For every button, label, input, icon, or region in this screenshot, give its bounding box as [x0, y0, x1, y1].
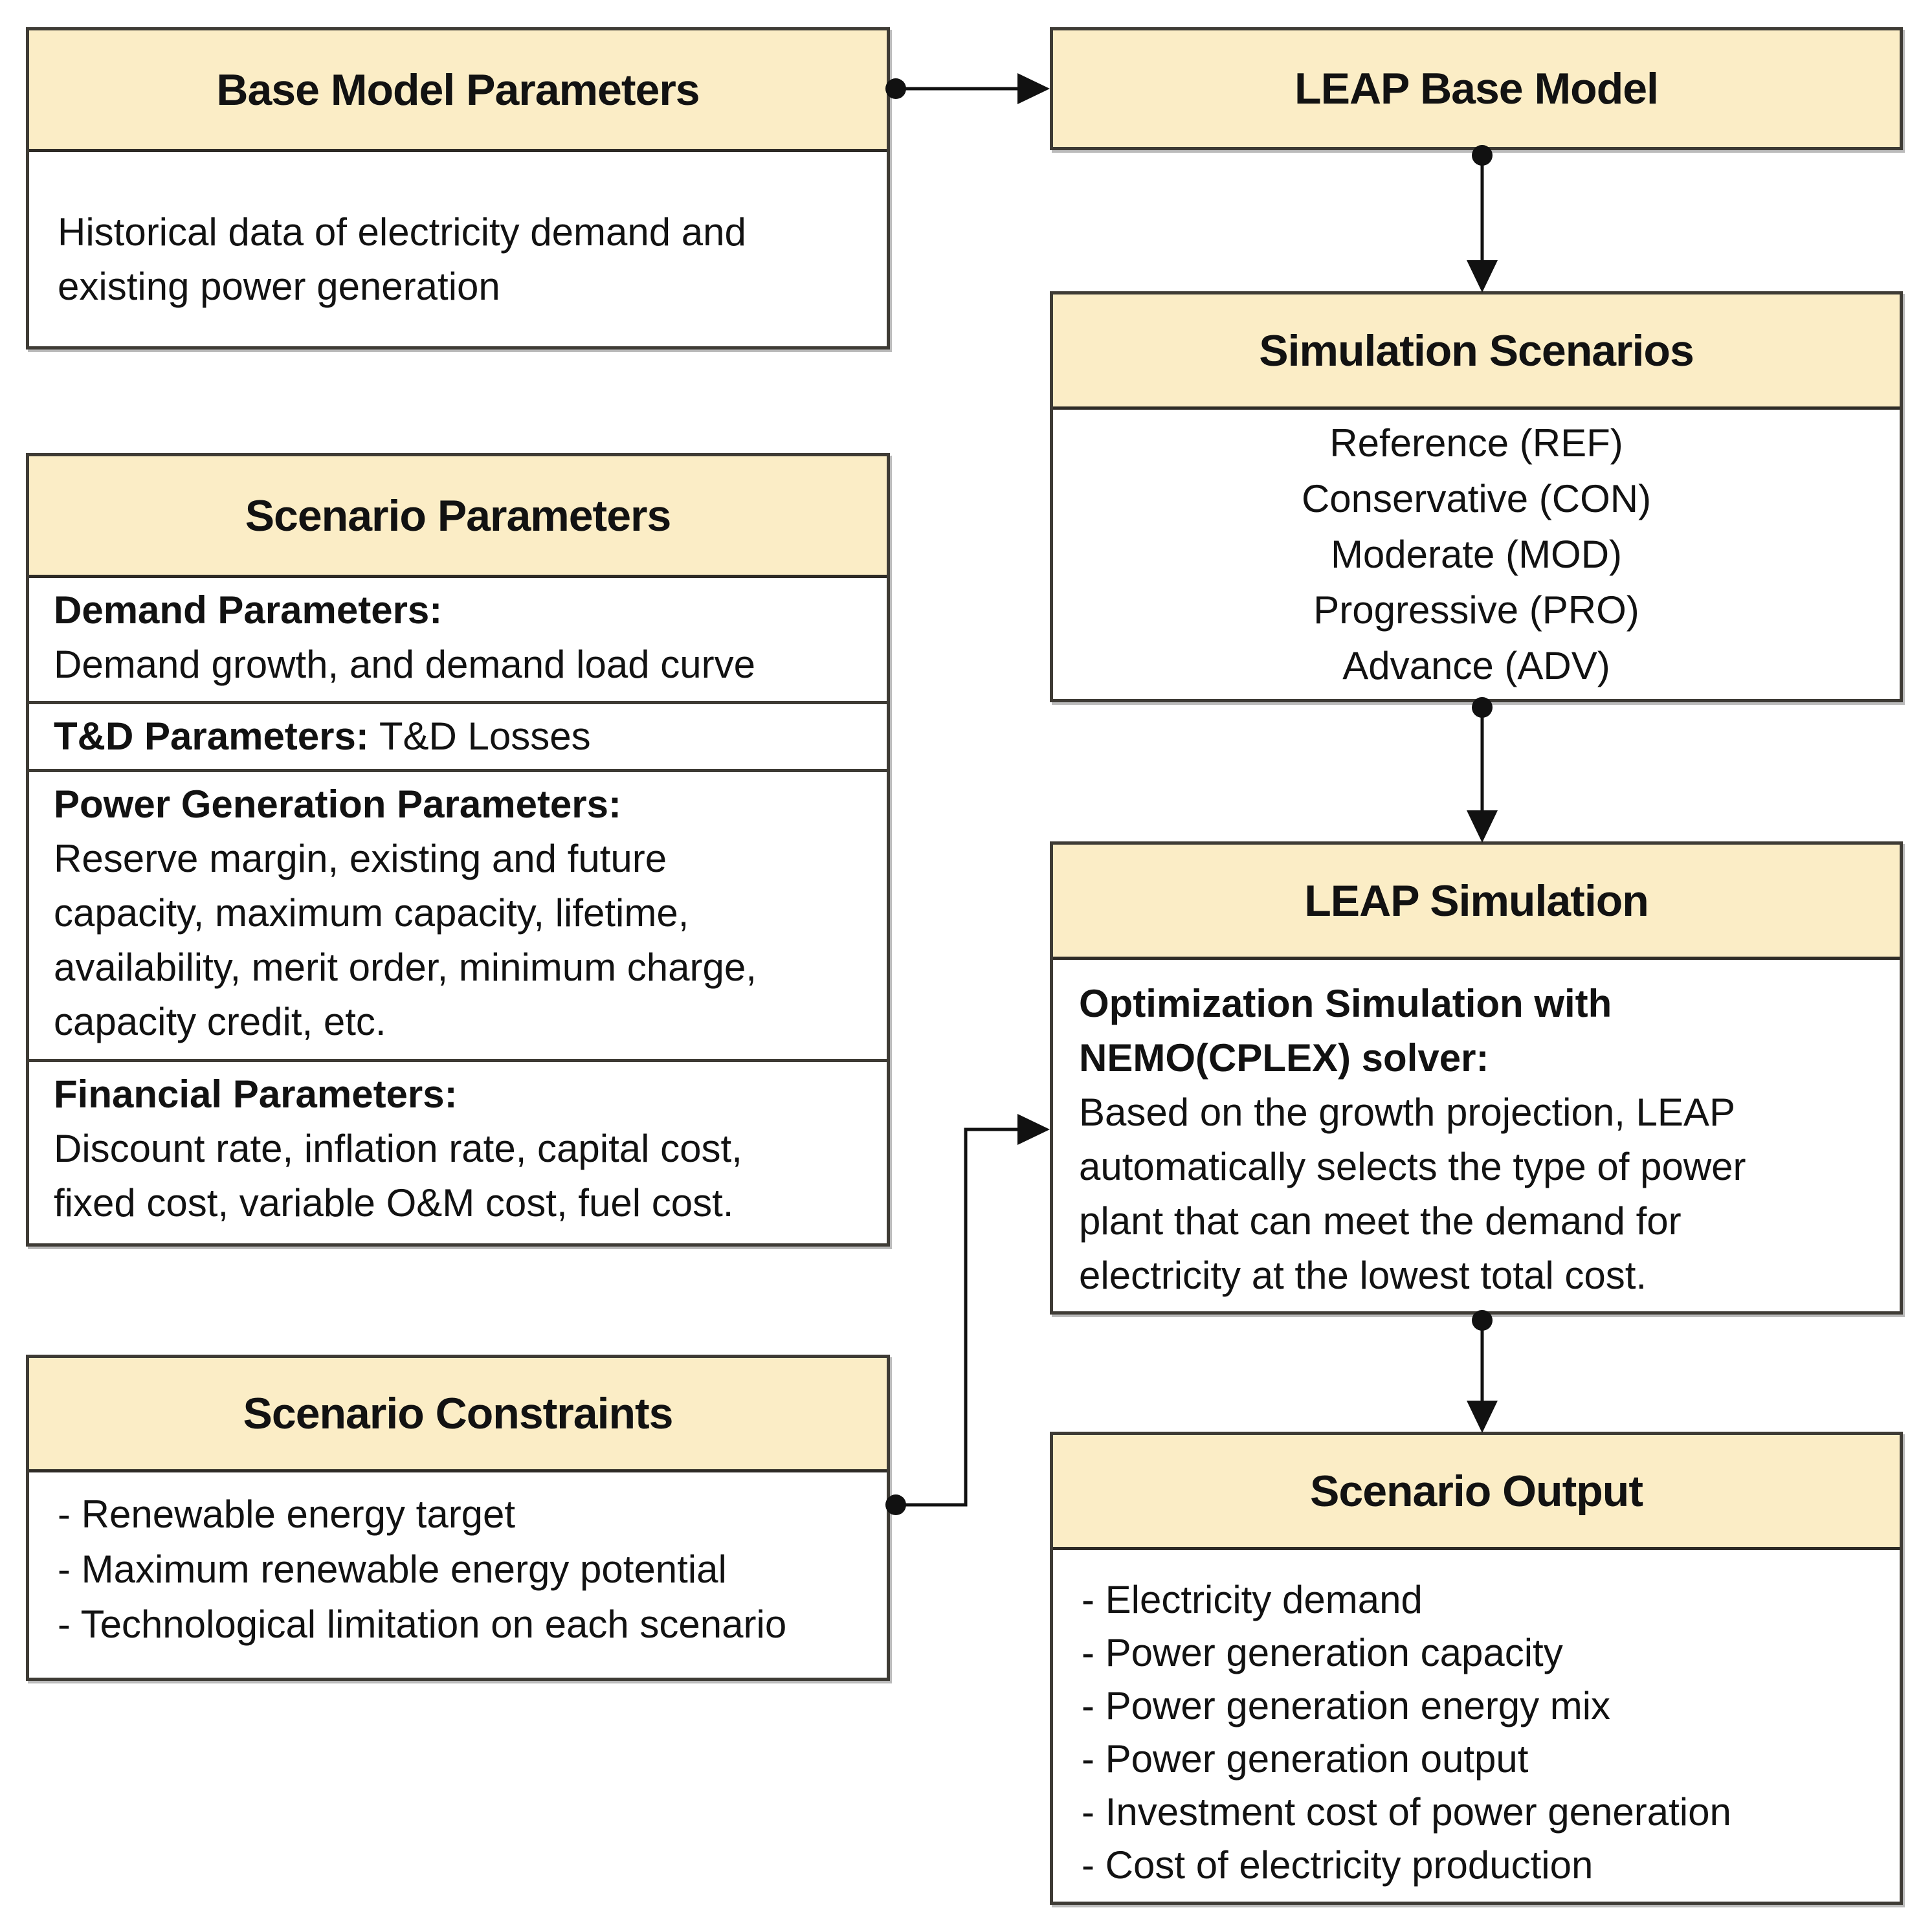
list-item: - Investment cost of power generation	[1082, 1790, 1731, 1834]
list-item: - Power generation capacity	[1082, 1631, 1563, 1674]
arrowhead-icon	[1017, 73, 1050, 104]
body-line-bold: Optimization Simulation with	[1079, 982, 1612, 1025]
section-text-line: Reserve margin, existing and future	[54, 837, 667, 880]
header-scenario-parameters: Scenario Parameters	[29, 456, 887, 578]
header-base-model-parameters: Base Model Parameters	[29, 30, 887, 152]
connector-leap-simulation-to-scenario-output	[1467, 1310, 1498, 1433]
header-scenario-output: Scenario Output	[1053, 1435, 1900, 1550]
connector-leap-base-to-simulation-scenarios	[1467, 145, 1498, 293]
section-label: Power Generation Parameters:	[54, 783, 622, 826]
body-simulation-scenarios: Reference (REF) Conservative (CON) Moder…	[1053, 410, 1900, 699]
header-leap-simulation: LEAP Simulation	[1053, 845, 1900, 960]
section-td-parameters: T&D Parameters:T&D Losses	[29, 701, 887, 769]
body-line: Based on the growth projection, LEAP	[1079, 1091, 1735, 1134]
arrowhead-icon	[1467, 260, 1498, 293]
body-line: Historical data of electricity demand an…	[58, 210, 746, 254]
title-simulation-scenarios: Simulation Scenarios	[1259, 326, 1694, 375]
body-line: existing power generation	[58, 265, 500, 308]
section-inline-text: T&D Losses	[379, 715, 591, 758]
title-leap-simulation: LEAP Simulation	[1304, 876, 1649, 926]
list-item: - Cost of electricity production	[1082, 1843, 1593, 1887]
section-label: Demand Parameters:	[54, 588, 443, 632]
body-line: plant that can meet the demand for	[1079, 1199, 1682, 1243]
section-text-line: Discount rate, inflation rate, capital c…	[54, 1127, 742, 1170]
section-text-line: capacity, maximum capacity, lifetime,	[54, 891, 689, 935]
connector-elbow-line	[892, 1127, 1020, 1507]
box-scenario-parameters: Scenario Parameters Demand Parameters: D…	[26, 453, 890, 1247]
connector-simulation-scenarios-to-leap-simulation	[1467, 697, 1498, 843]
title-scenario-output: Scenario Output	[1310, 1466, 1643, 1516]
section-label: T&D Parameters:	[54, 715, 369, 758]
title-base-model-parameters: Base Model Parameters	[216, 65, 700, 115]
list-item: - Power generation energy mix	[1082, 1684, 1611, 1727]
body-scenario-constraints: - Renewable energy target - Maximum rene…	[29, 1472, 887, 1678]
section-text-line: Demand growth, and demand load curve	[54, 643, 755, 686]
arrowhead-icon	[1467, 810, 1498, 843]
list-item: - Renewable energy target	[58, 1493, 516, 1536]
box-leap-simulation: LEAP Simulation Optimization Simulation …	[1050, 841, 1903, 1315]
title-scenario-constraints: Scenario Constraints	[243, 1389, 674, 1438]
connector-scenario-constraints-to-leap-simulation	[885, 1114, 1050, 1515]
body-leap-simulation: Optimization Simulation with NEMO(CPLEX)…	[1053, 960, 1900, 1311]
section-financial-parameters: Financial Parameters: Discount rate, inf…	[29, 1059, 887, 1243]
section-demand-parameters: Demand Parameters: Demand growth, and de…	[29, 578, 887, 701]
list-item: - Power generation output	[1082, 1737, 1529, 1781]
title-leap-base-model: LEAP Base Model	[1294, 64, 1659, 113]
box-scenario-output: Scenario Output - Electricity demand - P…	[1050, 1432, 1903, 1905]
section-text-line: capacity credit, etc.	[54, 1000, 386, 1043]
box-simulation-scenarios: Simulation Scenarios Reference (REF) Con…	[1050, 291, 1903, 702]
box-leap-base-model: LEAP Base Model	[1050, 27, 1903, 150]
body-scenario-output: - Electricity demand - Power generation …	[1053, 1550, 1900, 1902]
list-item: - Technological limitation on each scena…	[58, 1603, 787, 1646]
list-item: Advance (ADV)	[1342, 643, 1610, 687]
list-item: - Electricity demand	[1082, 1578, 1423, 1621]
section-text-line: availability, merit order, minimum charg…	[54, 946, 757, 989]
arrowhead-icon	[1467, 1401, 1498, 1433]
header-scenario-constraints: Scenario Constraints	[29, 1358, 887, 1472]
body-line-bold: NEMO(CPLEX) solver:	[1079, 1036, 1489, 1080]
connector-base-params-to-leap-base	[885, 73, 1050, 104]
body-line: automatically selects the type of power	[1079, 1145, 1746, 1188]
arrowhead-icon	[1017, 1114, 1050, 1145]
header-simulation-scenarios: Simulation Scenarios	[1053, 294, 1900, 410]
list-item: Moderate (MOD)	[1330, 532, 1623, 576]
section-power-generation-parameters: Power Generation Parameters: Reserve mar…	[29, 769, 887, 1059]
section-label-line: T&D Parameters:T&D Losses	[54, 709, 862, 764]
list-item: - Maximum renewable energy potential	[58, 1548, 727, 1591]
body-line: electricity at the lowest total cost.	[1079, 1254, 1647, 1297]
list-item: Conservative (CON)	[1301, 476, 1652, 520]
list-item: Progressive (PRO)	[1313, 588, 1639, 632]
list-item: Reference (REF)	[1329, 421, 1623, 465]
title-scenario-parameters: Scenario Parameters	[245, 491, 672, 540]
section-label-line: Demand Parameters:	[54, 583, 862, 638]
section-label-line: Power Generation Parameters:	[54, 777, 862, 832]
box-scenario-constraints: Scenario Constraints - Renewable energy …	[26, 1355, 890, 1681]
section-label: Financial Parameters:	[54, 1072, 458, 1116]
section-text-line: fixed cost, variable O&M cost, fuel cost…	[54, 1181, 734, 1225]
box-base-model-parameters: Base Model Parameters Historical data of…	[26, 27, 890, 350]
body-base-model-parameters: Historical data of electricity demand an…	[29, 152, 887, 346]
section-label-line: Financial Parameters:	[54, 1067, 862, 1122]
